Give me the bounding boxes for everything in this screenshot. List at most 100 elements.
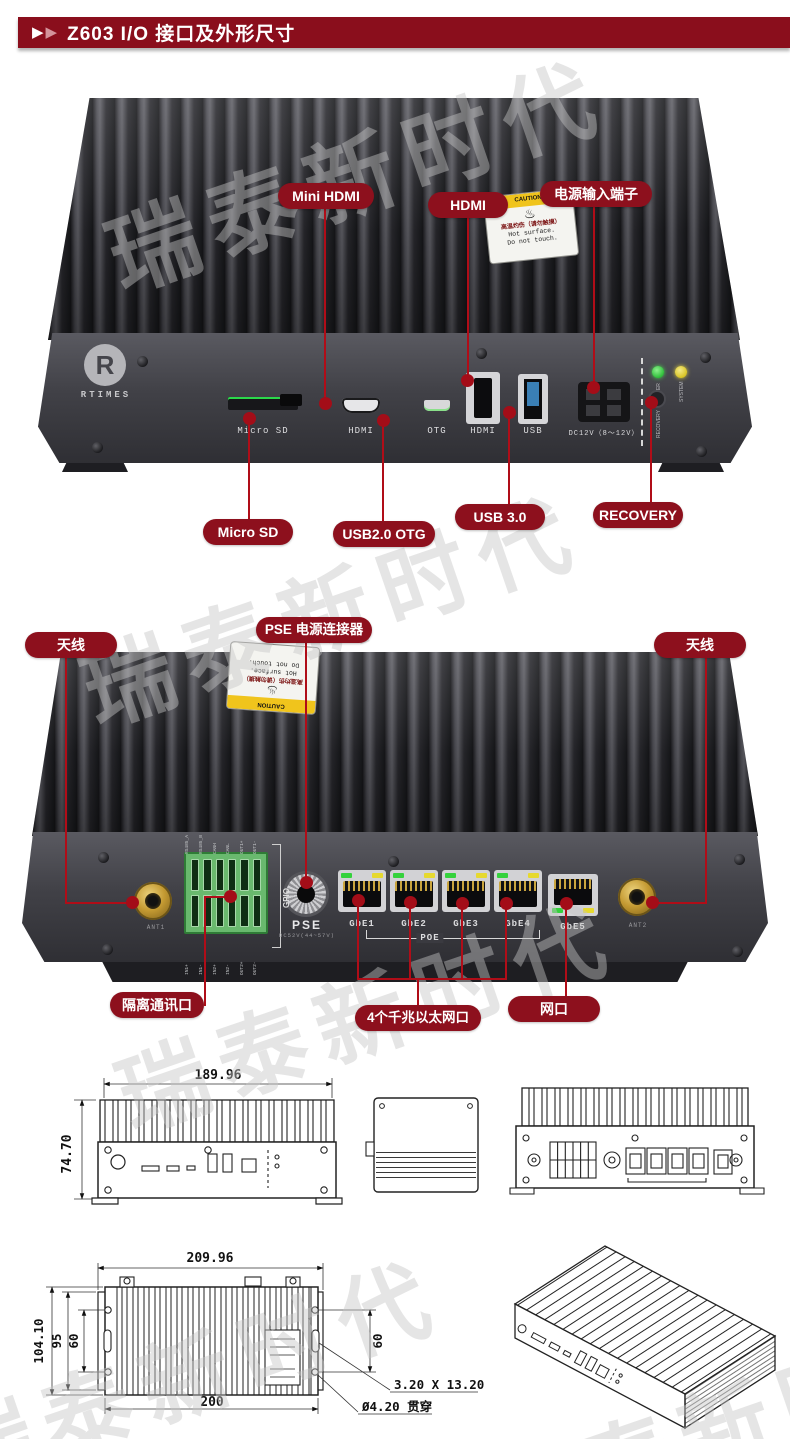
pse-voltage-label: DC52V(44~57V)	[279, 932, 335, 939]
dc-pin	[586, 405, 600, 416]
terminal-label: OUT2-	[253, 961, 258, 975]
screw	[696, 446, 707, 457]
dim-isometric-view	[513, 1245, 777, 1430]
leader-line	[382, 422, 384, 522]
port-label: USB	[523, 426, 543, 436]
dim-body-width: 200	[200, 1395, 224, 1410]
port-label: OTG	[427, 426, 447, 436]
micro-usb-otg-port	[424, 400, 450, 411]
leader-line	[461, 905, 463, 980]
leader-line	[324, 209, 326, 403]
leader-line	[650, 406, 652, 503]
callout-micro-sd: Micro SD	[203, 519, 293, 545]
terminal-label: IN1+	[185, 964, 190, 975]
screw	[700, 352, 711, 363]
usb3-port	[518, 374, 548, 424]
act-led	[583, 908, 594, 913]
leader-line	[204, 896, 230, 898]
screw	[92, 442, 103, 453]
leader-dot	[587, 381, 600, 394]
gpio-label: GPIO	[282, 887, 291, 908]
system-led	[675, 366, 687, 378]
leader-line	[505, 905, 507, 980]
micro-sd-card	[280, 394, 302, 406]
mini-hdmi-port	[342, 398, 380, 413]
dim-front-height: 74.70	[60, 1134, 75, 1173]
arrow-icon: ▶	[45, 24, 58, 41]
leader-line	[593, 207, 595, 387]
callout-four-gbe: 4个千兆以太网口	[355, 1005, 481, 1031]
dim-hole-span-left: 60	[66, 1333, 81, 1348]
port-label: GbE1	[349, 919, 375, 929]
terminal-label: IN2-	[226, 964, 231, 975]
screw	[476, 348, 487, 359]
terminal-pin	[240, 859, 249, 891]
link-led	[393, 873, 404, 878]
poe-label: POE	[416, 933, 444, 943]
callout-pse: PSE 电源连接器	[256, 617, 372, 643]
rj45-port-gbe5	[548, 874, 598, 916]
leader-dot	[319, 397, 332, 410]
dim-flange-height: 95	[49, 1333, 64, 1348]
device-front-heatsink	[48, 98, 740, 340]
terminal-pin	[252, 859, 261, 891]
gpio-bracket	[272, 844, 281, 948]
usb3-tongue	[527, 382, 539, 406]
gpio-terminal-block	[184, 852, 268, 934]
leader-dot	[461, 374, 474, 387]
leader-dot	[645, 396, 658, 409]
screw	[137, 356, 148, 367]
port-label: Micro SD	[237, 426, 289, 436]
dim-front-view: 189.96 74.70	[60, 1068, 343, 1205]
poe-bracket	[366, 930, 540, 939]
device-front-panel	[38, 333, 752, 463]
terminal-label: RS485_A	[185, 835, 190, 854]
leader-line	[565, 904, 567, 998]
terminal-label: OUT1-	[253, 840, 258, 854]
link-led	[445, 873, 456, 878]
leader-dot	[560, 897, 573, 910]
act-led	[424, 873, 435, 878]
leader-dot	[377, 414, 390, 427]
leader-dot	[404, 896, 417, 909]
leader-line	[652, 902, 707, 904]
act-led	[476, 873, 487, 878]
leader-dot	[646, 896, 659, 909]
terminal-label: OUT2+	[240, 961, 245, 975]
rtimes-logo-text: RTIMES	[80, 390, 132, 400]
dim-front-width: 189.96	[195, 1068, 242, 1083]
antenna-connector-ant1	[134, 882, 172, 920]
dim-slot-size: 3.20 X 13.20	[394, 1377, 484, 1392]
callout-hdmi: HDMI	[428, 192, 508, 218]
screw	[102, 944, 113, 955]
hdmi-port-cavity	[474, 378, 492, 418]
device-rear-heatsink	[32, 652, 758, 836]
leader-dot	[126, 896, 139, 909]
leader-line	[357, 902, 359, 980]
dim-rear-view	[509, 1087, 765, 1195]
link-led	[497, 873, 508, 878]
leader-line	[705, 658, 707, 904]
terminal-label: IN2+	[213, 964, 218, 975]
screw	[734, 854, 745, 865]
callout-recovery: RECOVERY	[593, 502, 683, 528]
dc-pin	[586, 389, 600, 400]
callout-antenna-right: 天线	[654, 632, 746, 658]
leader-line	[409, 904, 411, 980]
leader-dot	[243, 412, 256, 425]
port-label: GbE2	[401, 919, 427, 929]
leader-dot	[500, 897, 513, 910]
dc-pin	[607, 405, 621, 416]
terminal-pin	[203, 859, 212, 891]
leader-line	[508, 414, 510, 505]
callout-isolated-comm: 隔离通讯口	[110, 992, 204, 1018]
leader-line	[248, 420, 250, 520]
terminal-pin	[191, 859, 200, 891]
screw	[98, 852, 109, 863]
screw	[388, 856, 399, 867]
port-label: ANT1	[146, 924, 166, 931]
terminal-label: RS485_B	[199, 835, 204, 854]
terminal-pin	[252, 895, 261, 927]
terminal-pin	[215, 859, 224, 891]
